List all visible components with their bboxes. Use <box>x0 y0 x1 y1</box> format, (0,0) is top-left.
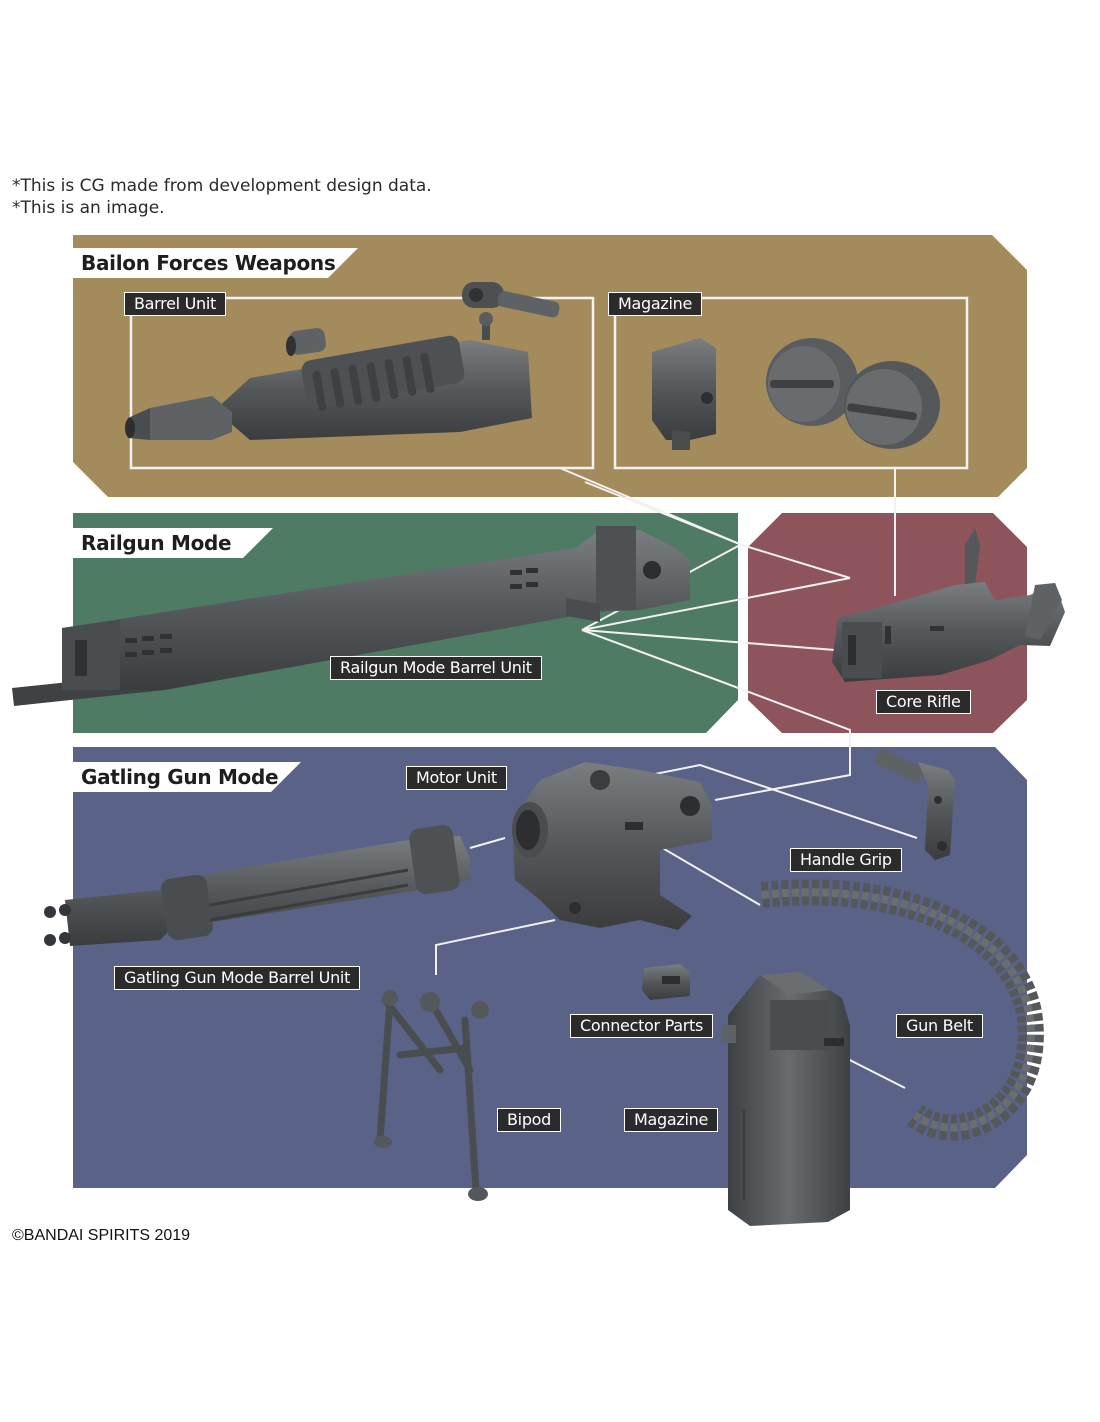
copyright-notice: ©BANDAI SPIRITS 2019 <box>12 1227 191 1244</box>
disclaimer-note-cg: *This is CG made from development design… <box>12 176 432 196</box>
railgun-barrel-part <box>12 526 690 706</box>
section-title-bailon: Bailon Forces Weapons <box>73 248 358 278</box>
bipod-joints <box>374 990 489 1201</box>
section-title-gatling: Gatling Gun Mode <box>73 762 301 792</box>
barrel-unit-box <box>129 296 595 470</box>
label-core-rifle: Core Rifle <box>876 690 971 714</box>
connector-parts-piece <box>642 964 690 1000</box>
section-title-railgun: Railgun Mode <box>73 528 273 558</box>
label-motor-unit: Motor Unit <box>406 766 507 790</box>
bipod-part <box>376 996 480 1194</box>
magazine-box <box>613 296 969 470</box>
label-gatling-barrel: Gatling Gun Mode Barrel Unit <box>114 966 361 990</box>
label-bipod: Bipod <box>497 1108 562 1132</box>
magazine-parts-top <box>652 338 940 450</box>
disclaimer-note-image: *This is an image. <box>12 198 165 218</box>
label-connector-parts: Connector Parts <box>570 1014 714 1038</box>
core-rifle-part <box>832 528 1065 682</box>
label-handle-grip: Handle Grip <box>790 848 902 872</box>
label-railgun-barrel: Railgun Mode Barrel Unit <box>330 656 542 680</box>
barrel-unit-part <box>125 282 560 440</box>
label-gun-belt: Gun Belt <box>896 1014 983 1038</box>
gun-belt-edge <box>761 888 1035 1132</box>
label-magazine-bottom: Magazine <box>624 1108 718 1132</box>
magazine-part-bottom <box>722 972 850 1226</box>
label-barrel-unit: Barrel Unit <box>124 292 226 316</box>
gatling-barrel-part <box>44 825 470 946</box>
handle-grip-part <box>875 749 955 860</box>
motor-unit-part <box>512 762 712 930</box>
label-magazine-top: Magazine <box>608 292 702 316</box>
